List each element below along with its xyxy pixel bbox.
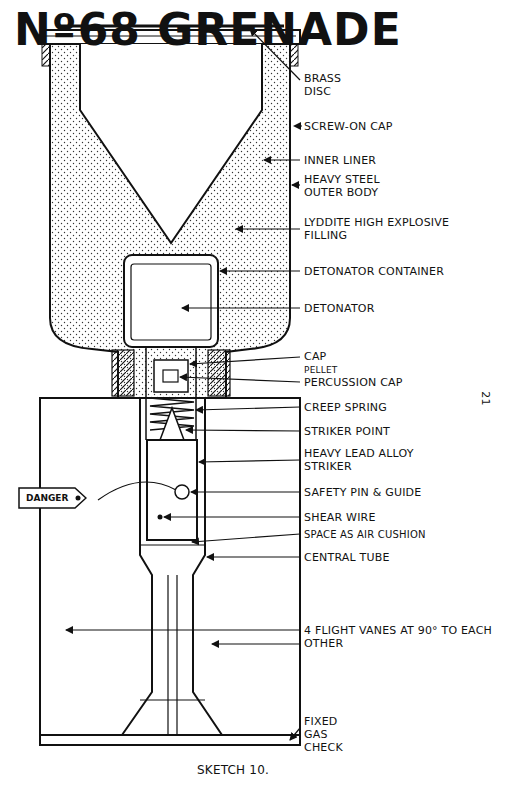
part-label: PELLET <box>304 364 338 377</box>
part-label: STRIKER POINT <box>304 425 390 438</box>
part-label: SPACE AS AIR CUSHION <box>304 528 426 541</box>
part-label: DETONATOR CONTAINER <box>304 265 444 278</box>
part-label: SCREW-ON CAP <box>304 120 393 133</box>
part-label: SHEAR WIRE <box>304 511 376 524</box>
part-label: HEAVY LEAD ALLOY STRIKER <box>304 447 434 473</box>
part-label: CREEP SPRING <box>304 401 387 414</box>
part-label: 4 FLIGHT VANES AT 90° TO EACH OTHER <box>304 624 494 650</box>
leader-lines <box>66 29 302 740</box>
part-label: CAP <box>304 350 326 363</box>
title: Nº68 GRENADE <box>14 4 402 55</box>
part-label: LYDDITE HIGH EXPLOSIVE FILLING <box>304 216 494 242</box>
page-number: 21 <box>479 391 492 405</box>
part-label: BRASS DISC <box>304 72 360 98</box>
grenade-body <box>40 26 300 745</box>
part-label: DETONATOR <box>304 302 375 315</box>
part-label: HEAVY STEEL OUTER BODY <box>304 173 414 199</box>
part-label: FIXED GAS CHECK <box>304 715 364 754</box>
part-label: PERCUSSION CAP <box>304 376 403 389</box>
part-label: SAFETY PIN & GUIDE <box>304 486 421 499</box>
warning-tag: DANGER <box>18 487 87 509</box>
part-label: CENTRAL TUBE <box>304 551 390 564</box>
part-label: INNER LINER <box>304 154 376 167</box>
tag-text: DANGER <box>26 493 69 503</box>
caption: SKETCH 10. <box>197 764 269 777</box>
